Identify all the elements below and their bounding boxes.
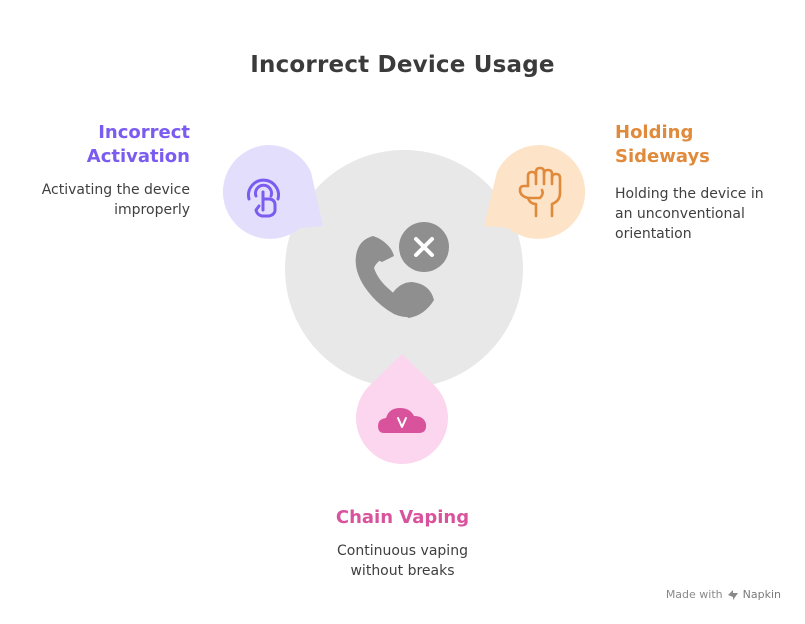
activation-desc-line2: improperly <box>114 202 190 218</box>
chain-vaping-bubble <box>356 354 448 465</box>
activation-desc-line1: Activating the device <box>41 182 190 198</box>
phone-cancel-icon <box>355 222 449 318</box>
vape-cloud-icon <box>378 408 427 433</box>
made-with-label: Made with <box>665 588 723 601</box>
diagram-title: Incorrect Device Usage <box>250 52 555 78</box>
holding-heading: Holding Sideways <box>615 121 785 169</box>
tap-finger-icon <box>247 178 280 218</box>
activation-heading-line1: Incorrect <box>98 122 190 143</box>
activation-heading: Incorrect Activation <box>30 121 190 169</box>
holding-desc-line3: orientation <box>615 226 692 242</box>
holding-heading-line2: Sideways <box>615 146 710 167</box>
chain-desc-line1: Continuous vaping <box>337 543 468 559</box>
activation-heading-line2: Activation <box>86 146 190 167</box>
holding-heading-line1: Holding <box>615 122 694 143</box>
holding-desc-line1: Holding the device in <box>615 186 764 202</box>
napkin-brand: Napkin <box>742 588 781 601</box>
chain-desc-line2: without breaks <box>350 563 455 579</box>
center-circle <box>285 150 523 388</box>
activation-description: Activating the device improperly <box>20 180 190 220</box>
holding-desc-line2: an unconventional <box>615 206 745 222</box>
activation-bubble <box>222 144 323 239</box>
chain-vaping-heading: Chain Vaping <box>335 507 470 528</box>
made-with-footer[interactable]: Made with Napkin <box>666 588 781 601</box>
raised-fist-icon <box>518 166 562 218</box>
napkin-logo-icon <box>727 589 738 600</box>
holding-description: Holding the device in an unconventional … <box>615 184 795 244</box>
chain-vaping-description: Continuous vaping without breaks <box>0 541 805 581</box>
holding-bubble <box>484 144 586 239</box>
